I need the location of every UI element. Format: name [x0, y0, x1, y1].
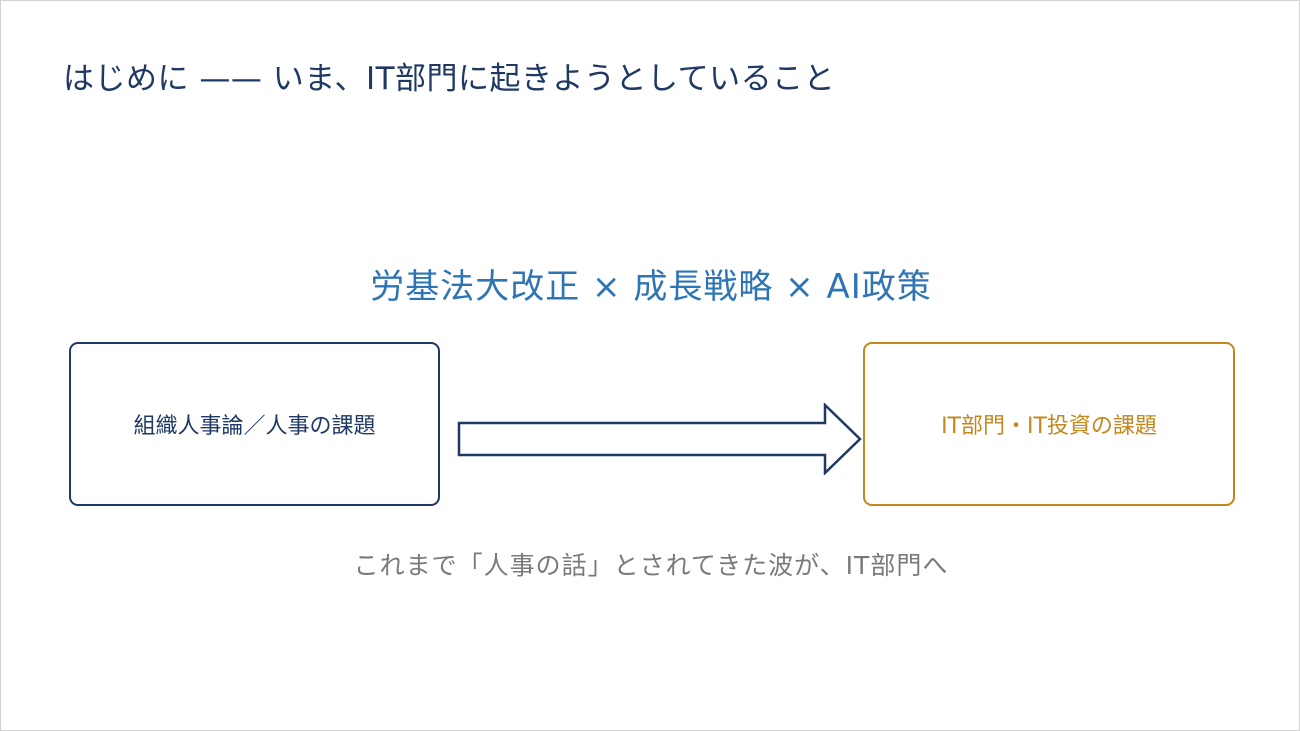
theme-heading: 労基法大改正 × 成長戦略 × AI政策: [370, 267, 932, 307]
slide-title: はじめに —— いま、IT部門に起きようとしていること: [63, 61, 836, 97]
it-issues-label: IT部門・IT投資の課題: [941, 414, 1157, 439]
it-issues-box: IT部門・IT投資の課題: [863, 342, 1235, 506]
caption: これまで「人事の話」とされてきた波が、IT部門へ: [353, 551, 949, 580]
hr-issues-box: 組織人事論／人事の課題: [69, 342, 440, 506]
right-arrow-icon: [457, 403, 862, 475]
hr-issues-label: 組織人事論／人事の課題: [133, 414, 376, 439]
